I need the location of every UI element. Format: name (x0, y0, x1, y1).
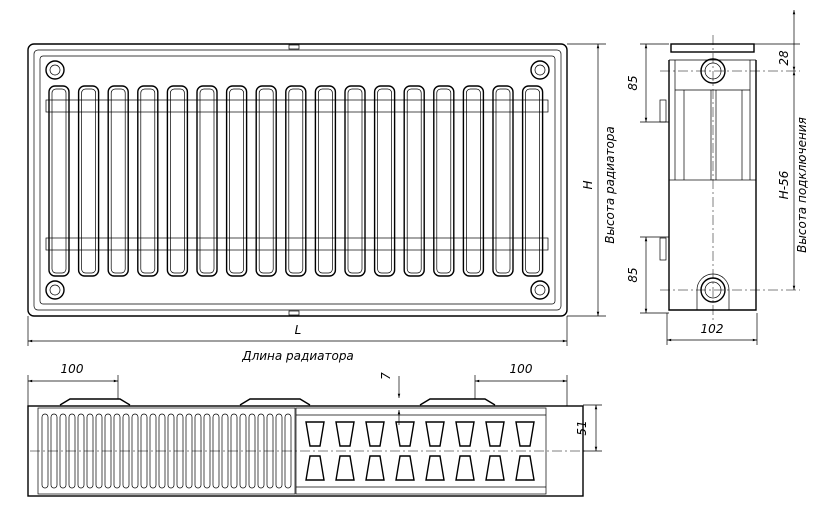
fin-inner (51, 88, 67, 274)
height-dimension: H Высота радиатора (567, 43, 617, 317)
top-view-dimensions: 100 100 7 51 (27, 362, 602, 452)
channel (455, 421, 475, 447)
left-bracket-dim: 100 (61, 362, 84, 376)
channel (425, 455, 445, 481)
fin-inner (258, 88, 274, 274)
connection-depth-dim: 51 (575, 420, 589, 435)
fin-inner (377, 88, 392, 274)
fin (48, 85, 70, 277)
channel (515, 421, 535, 447)
lower-connection-dim: 85 (626, 267, 640, 282)
length-caption: Длина радиатора (241, 349, 354, 363)
fin-inner (525, 88, 540, 274)
channel (305, 421, 325, 447)
connection-height-caption: Высота подключения (795, 117, 809, 253)
fin-inner (318, 88, 333, 274)
front-view (27, 43, 568, 317)
fin (433, 85, 455, 277)
right-bracket-dim: 100 (510, 362, 533, 376)
fin (344, 85, 366, 277)
fin (196, 85, 218, 277)
channel (485, 455, 505, 481)
side-dimensions: 85 85 28 H-56 Высота подключения 102 (626, 10, 809, 345)
fin (521, 85, 544, 277)
channel (365, 421, 385, 447)
fin-inner (406, 88, 422, 274)
cutaway-section (305, 421, 535, 481)
depth-dim: 102 (701, 322, 724, 336)
height-caption: Высота радиатора (603, 126, 617, 244)
channel (515, 455, 535, 481)
fin-inner (199, 88, 215, 274)
channel (335, 421, 355, 447)
fin (77, 85, 100, 277)
radiator-outline (27, 43, 568, 317)
fin-inner (288, 88, 304, 274)
gap-dim: 7 (379, 372, 393, 380)
plug-icons (45, 60, 550, 300)
top-view (27, 398, 585, 497)
channel (305, 455, 325, 481)
fin (314, 85, 337, 277)
fin (255, 85, 277, 277)
channel (365, 455, 385, 481)
fin (225, 85, 248, 277)
fin (137, 85, 159, 277)
fin-inner (436, 88, 452, 274)
length-symbol: L (295, 323, 302, 337)
connection-height-dim: H-56 (777, 170, 791, 199)
channel (425, 421, 445, 447)
fin-inner (347, 88, 363, 274)
fin-inner (466, 88, 481, 274)
channel (395, 455, 415, 481)
fin-inner (170, 88, 185, 274)
upper-connection-dim: 85 (626, 75, 640, 90)
fin-inner (110, 88, 126, 274)
top-offset-dim: 28 (777, 50, 791, 66)
fin (166, 85, 189, 277)
fin-inner (140, 88, 156, 274)
channel (395, 421, 415, 447)
channel (455, 455, 475, 481)
channel (335, 455, 355, 481)
front-fins (48, 85, 544, 277)
fin (373, 85, 396, 277)
fin (107, 85, 129, 277)
height-symbol: H (581, 180, 595, 189)
side-view (659, 35, 800, 320)
fin-inner (229, 88, 244, 274)
fin-inner (495, 88, 511, 274)
length-dimension: L Длина радиатора (27, 316, 568, 363)
fin (285, 85, 307, 277)
fin-inner (81, 88, 96, 274)
fin (492, 85, 514, 277)
channel (485, 421, 505, 447)
fin (403, 85, 425, 277)
fin (462, 85, 485, 277)
